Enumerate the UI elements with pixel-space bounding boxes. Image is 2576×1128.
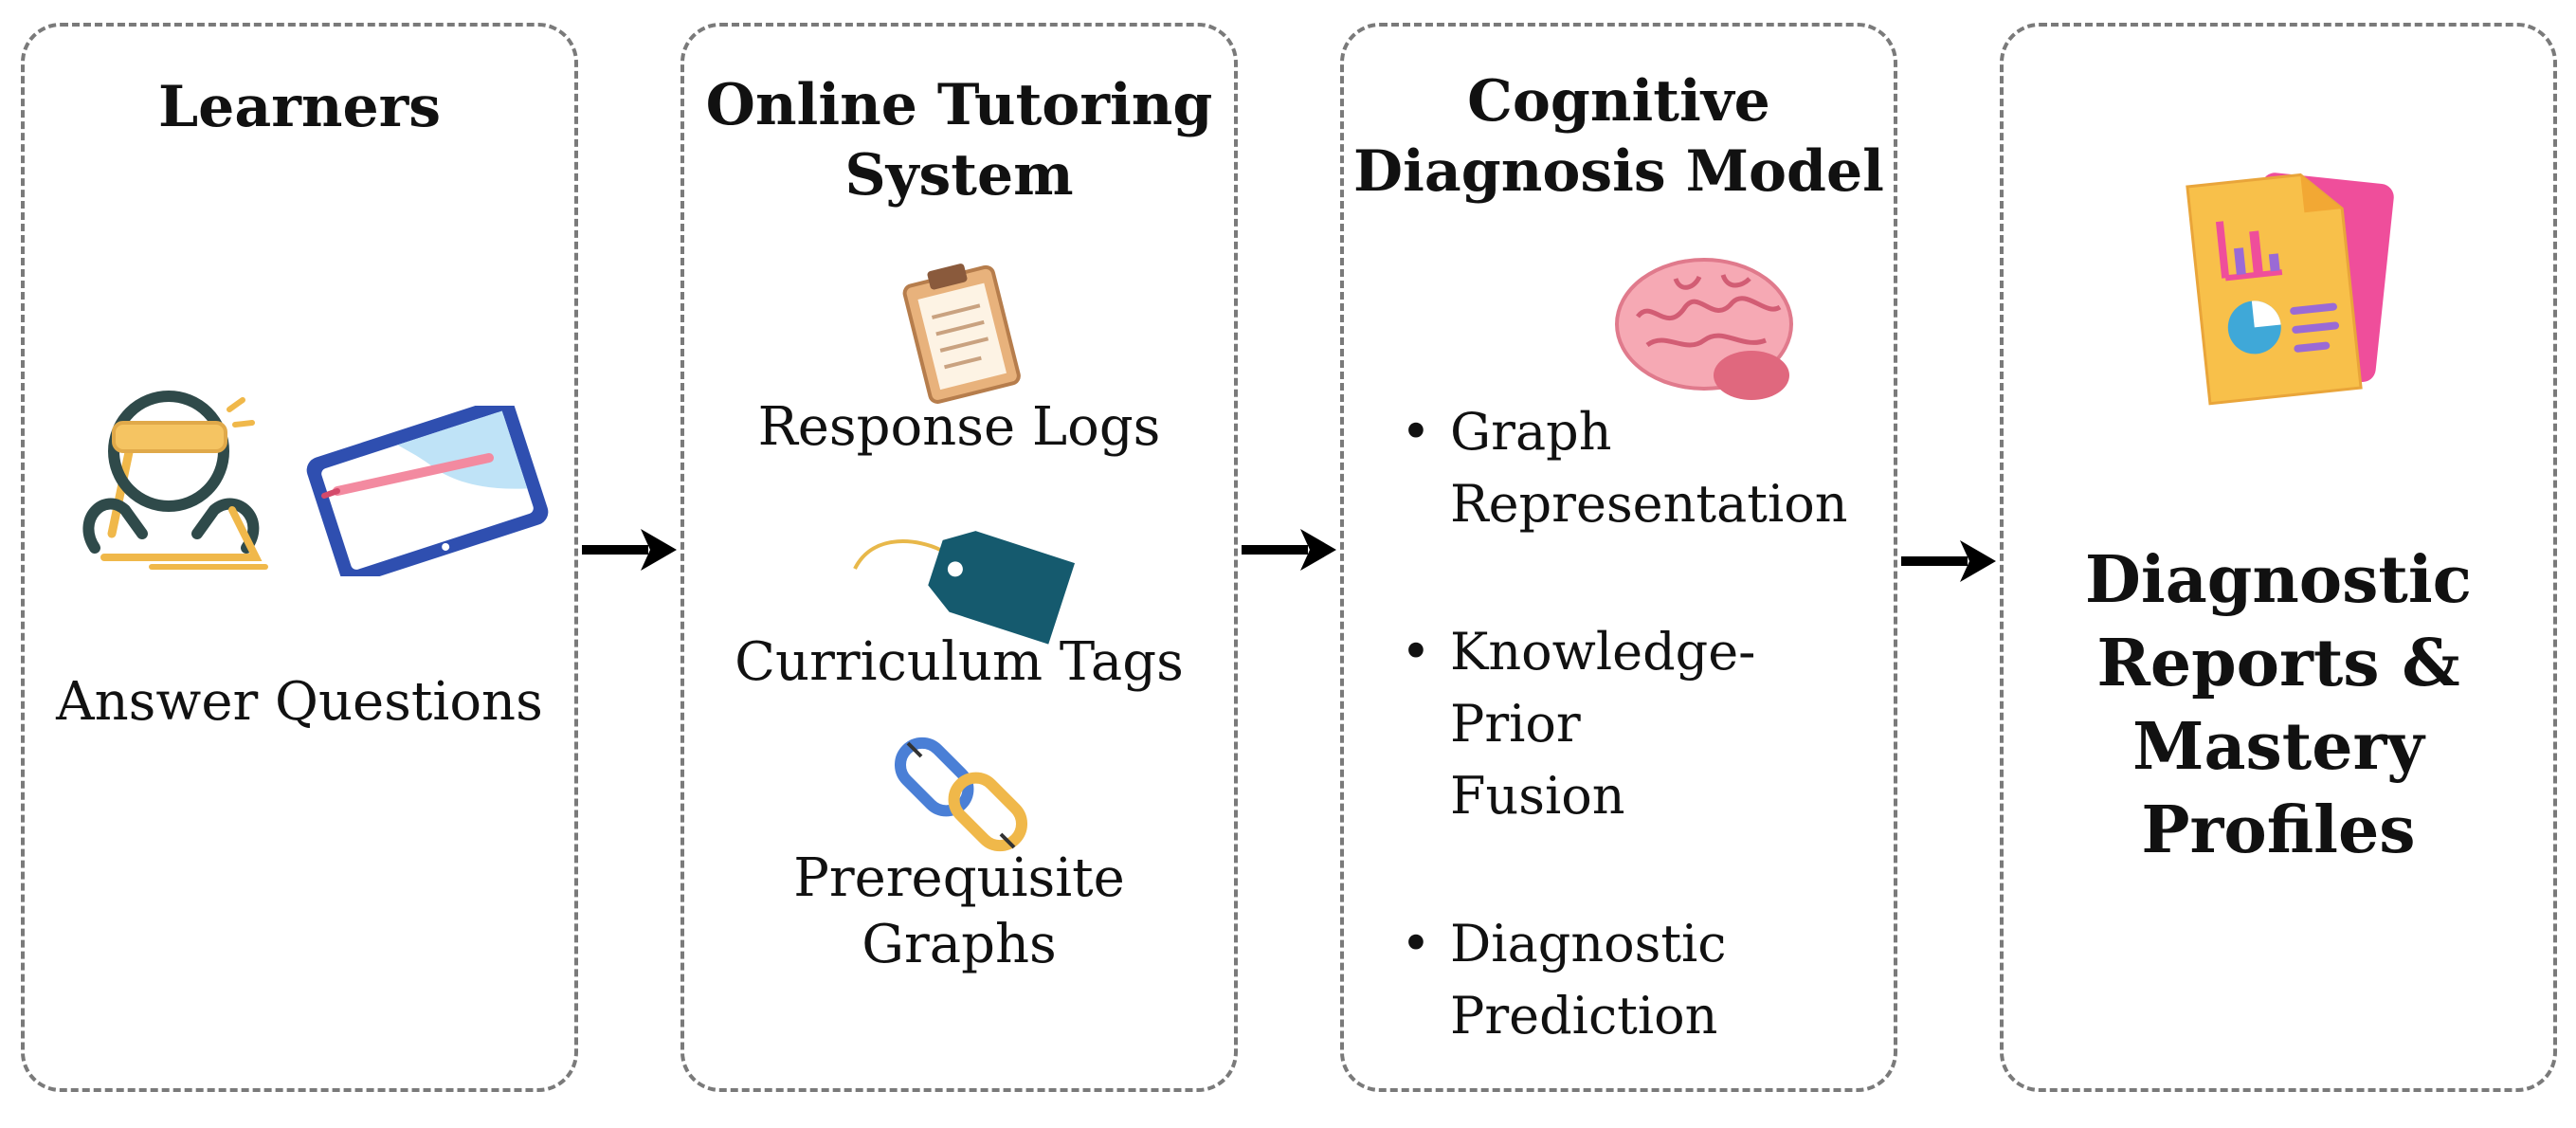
model-components-list: Graph Representation Knowledge-Prior Fus… bbox=[1401, 396, 1875, 1128]
response-logs-label: Response Logs bbox=[757, 396, 1161, 458]
report-chart-icon bbox=[2186, 173, 2394, 406]
tablet-pen-icon bbox=[306, 406, 549, 576]
diagnostic-reports-panel: Diagnostic Reports & Mastery Profiles bbox=[2000, 23, 2557, 1092]
tag-icon bbox=[853, 531, 1076, 645]
flow-arrow-1 bbox=[582, 529, 677, 571]
learners-title: Learners bbox=[157, 74, 442, 140]
curriculum-tags-label: Curriculum Tags bbox=[735, 631, 1184, 693]
clipboard-icon bbox=[902, 264, 1021, 404]
online-tutoring-panel: Online Tutoring System Response Logs Cur… bbox=[680, 23, 1238, 1092]
reports-mastery-title: Diagnostic Reports & Mastery Profiles bbox=[2084, 542, 2473, 868]
online-tutoring-title: Online Tutoring System bbox=[705, 72, 1213, 209]
flow-arrow-2 bbox=[1242, 529, 1336, 571]
student-writing-icon bbox=[82, 391, 268, 570]
learners-panel: Learners Answer Questions bbox=[21, 23, 578, 1092]
cognitive-diagnosis-panel: Cognitive Diagnosis Model Graph Represen… bbox=[1340, 23, 1897, 1092]
prerequisite-graphs-label: Prerequisite Graphs bbox=[793, 847, 1125, 975]
bullet-knowledge-prior-fusion: Knowledge-Prior Fusion bbox=[1401, 616, 1875, 832]
flow-arrow-3 bbox=[1901, 540, 1996, 582]
chain-link-icon bbox=[895, 737, 1027, 852]
answer-questions-label: Answer Questions bbox=[56, 671, 543, 733]
bullet-diagnostic-prediction: Diagnostic Prediction bbox=[1401, 908, 1875, 1052]
cognitive-diagnosis-title: Cognitive Diagnosis Model bbox=[1353, 68, 1884, 205]
brain-icon bbox=[1615, 258, 1793, 400]
bullet-graph-representation: Graph Representation bbox=[1401, 396, 1875, 540]
